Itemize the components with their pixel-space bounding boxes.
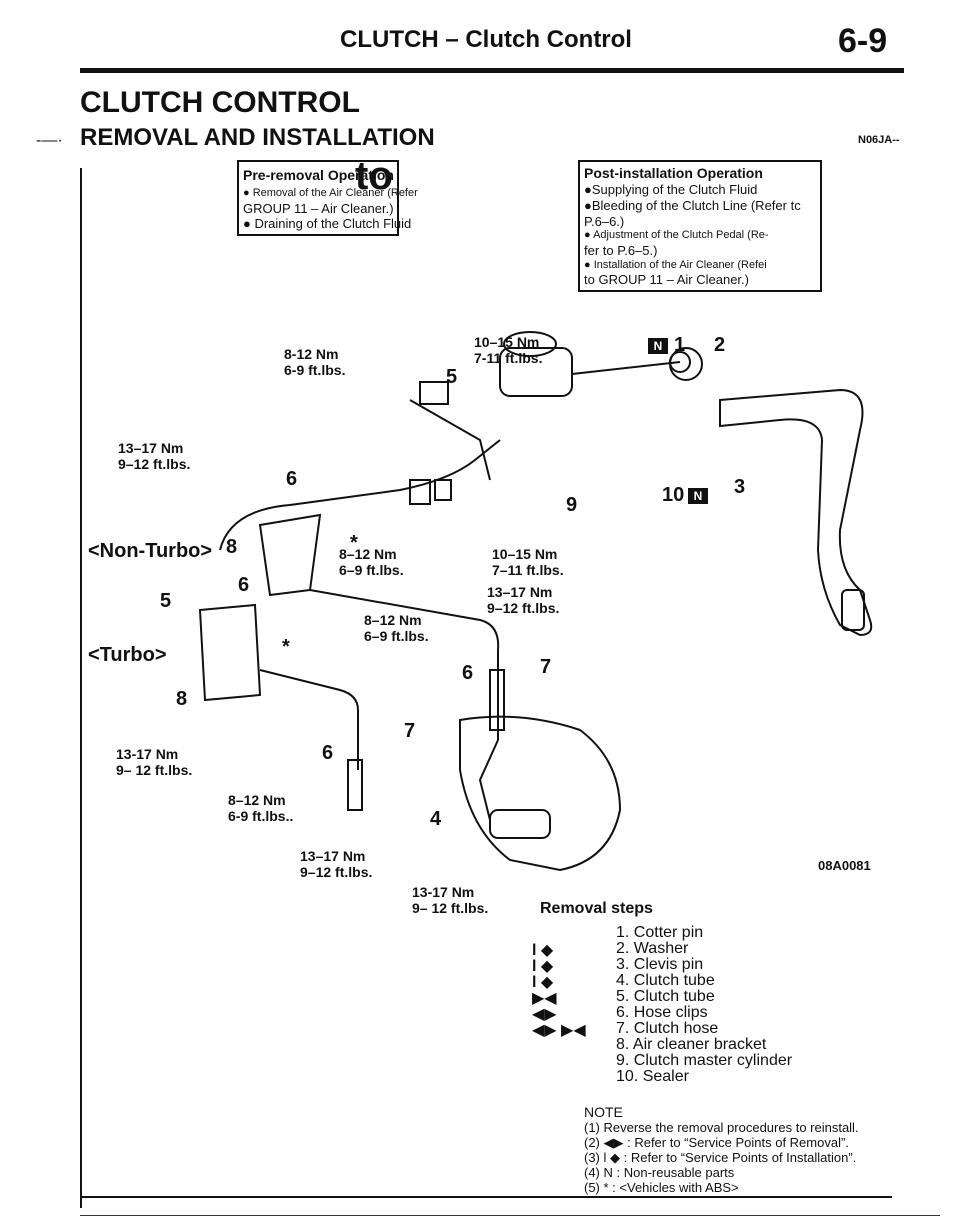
post-installation-line: ●Bleeding of the Clutch Line (Refer tc	[584, 198, 801, 213]
callout-9: 9	[566, 494, 578, 516]
callout-7: 7	[540, 656, 552, 678]
pre-removal-heading: Pre-removal Operation	[243, 167, 394, 183]
post-installation-line: ● Installation of the Air Cleaner (Refei	[584, 259, 767, 271]
pre-removal-line: ● Removal of the Air Cleaner (Refer	[243, 187, 418, 199]
callout-4: 4	[430, 808, 442, 830]
note-line: (1) Reverse the removal procedures to re…	[584, 1120, 859, 1135]
page-bottom-rule	[80, 1215, 940, 1216]
clutch-tube-connector	[409, 399, 491, 481]
clutch-pedal	[719, 388, 873, 637]
pre-removal-line: ● Draining of the Clutch Fluid	[243, 216, 412, 231]
callout-2: 2	[714, 334, 726, 356]
post-installation-heading: Post-installation Operation	[584, 165, 763, 181]
callout-6: 6	[322, 742, 334, 764]
callout-1: 1	[674, 334, 686, 356]
post-installation-line: P.6–6.)	[584, 214, 625, 229]
note-title: NOTE	[584, 1104, 623, 1120]
clutch-hose	[489, 669, 505, 731]
figure-code: 08A0081	[818, 858, 871, 873]
bracket	[409, 479, 431, 505]
pre-removal-big-text: to	[355, 154, 393, 198]
tube-to-release	[478, 739, 499, 821]
callout-6: 6	[286, 468, 298, 490]
margin-rule	[80, 168, 82, 1208]
page-number: 6-9	[838, 22, 888, 60]
post-installation-line: to GROUP 11 – Air Cleaner.)	[584, 272, 749, 287]
abs-star: *	[282, 636, 290, 658]
pedal-pad	[841, 589, 865, 631]
air-cleaner-bracket	[198, 603, 262, 702]
air-cleaner-bracket	[258, 513, 322, 597]
clutch-control-diagram	[198, 331, 873, 872]
post-installation-line: fer to P.6–5.)	[584, 243, 658, 258]
section-subtitle: REMOVAL AND INSTALLATION	[80, 124, 435, 151]
callout-8: 8	[226, 536, 238, 558]
note-line: (2) ◀▶ : Refer to “Service Points of Rem…	[584, 1135, 849, 1150]
callout-10: 10	[662, 484, 685, 506]
callout-3: 3	[734, 476, 746, 498]
release-cylinder	[489, 809, 551, 839]
callout-5: 5	[160, 590, 172, 612]
header-rule	[80, 68, 904, 73]
callout-8: 8	[176, 688, 188, 710]
reservoir	[503, 331, 557, 357]
sealer-plate	[669, 347, 703, 381]
callout-6: 6	[238, 574, 250, 596]
post-installation-line: ● Adjustment of the Clutch Pedal (Re-	[584, 229, 769, 241]
non-reusable-badge: N	[648, 337, 668, 355]
clutch-tube-long	[309, 589, 500, 740]
page-header-title: CLUTCH – Clutch Control	[340, 26, 632, 53]
post-installation-box: Post-installation Operation ●Supplying o…	[578, 160, 822, 292]
clutch-hose	[347, 759, 363, 811]
footer-rule	[80, 1196, 892, 1198]
push-rod	[571, 361, 681, 375]
note-line: (3) l ◆ : Refer to “Service Points of In…	[584, 1150, 857, 1165]
callout-7: 7	[404, 720, 416, 742]
clutch-tube-upper	[219, 439, 501, 551]
bracket	[434, 479, 452, 501]
turbo-label: <Turbo>	[88, 644, 167, 666]
clutch-tube-turbo	[259, 669, 359, 770]
page-title: CLUTCH CONTROL	[80, 86, 360, 119]
non-reusable-badge: N	[688, 487, 708, 505]
callout-6: 6	[462, 662, 474, 684]
section-code: N06JA--	[858, 134, 900, 146]
master-cylinder	[499, 347, 573, 397]
transmission-case	[459, 715, 622, 872]
abs-star: *	[350, 532, 358, 554]
post-installation-line: ●Supplying of the Clutch Fluid	[584, 182, 758, 197]
note-line: (5) * : <Vehicles with ABS>	[584, 1180, 739, 1195]
pre-removal-line: GROUP 11 – Air Cleaner.)	[243, 201, 394, 216]
margin-mark: -—·	[36, 132, 63, 149]
bracket	[419, 381, 449, 405]
removal-steps-title: Removal steps	[540, 900, 653, 917]
non-turbo-label: <Non-Turbo>	[88, 540, 213, 562]
callout-5: 5	[446, 366, 458, 388]
note-line: (4) N : Non-reusable parts	[584, 1165, 735, 1180]
pre-removal-box: Pre-removal Operation to ● Removal of th…	[237, 154, 418, 236]
